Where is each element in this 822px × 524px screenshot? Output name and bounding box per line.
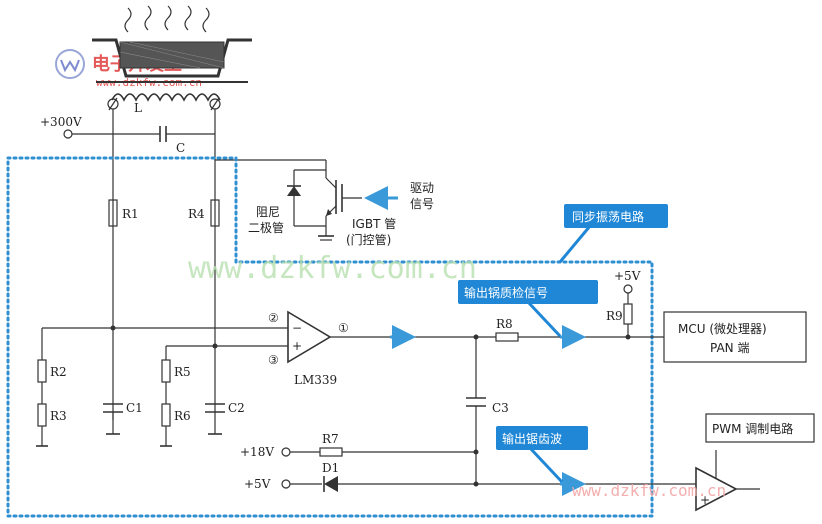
callout-sync-osc-text: 同步振荡电路: [572, 209, 644, 224]
resistor-R1: [108, 199, 118, 227]
diode-D1-label: D1: [322, 461, 339, 475]
drive-signal-line2: 信号: [410, 197, 434, 211]
pin1-label: ①: [338, 321, 349, 335]
resistor-R6: [161, 403, 171, 427]
drive-signal-line1: 驱动: [410, 181, 434, 195]
resistor-R3: [37, 403, 47, 427]
igbt-line2: (门控管): [346, 232, 391, 247]
supply-5v-top-label: +5V: [614, 269, 641, 283]
comparator-plus: +: [292, 339, 302, 353]
mcu-box: [663, 311, 807, 363]
pwm-plus: +: [700, 493, 710, 507]
resistor-R4-label: R4: [188, 207, 205, 221]
supply-5v-bottom-label: +5V: [244, 477, 271, 491]
capacitor-C2-label: C2: [228, 401, 245, 415]
pin3-label: ③: [268, 353, 279, 367]
resistor-R6-label: R6: [174, 409, 191, 423]
cooking-pot-icon: [92, 5, 252, 83]
mcu-line1: MCU (微处理器): [678, 322, 767, 336]
callout-sawtooth: 输出锯齿波: [496, 426, 588, 484]
damper-diode-line2: 二极管: [248, 220, 284, 235]
comparator-minus: −: [292, 321, 302, 335]
mcu-line2: PAN 端: [710, 341, 749, 355]
callout-pot-detect: 输出锅质检信号: [458, 280, 598, 338]
comparator-lm339: [270, 310, 476, 364]
resistor-R9-label: R9: [606, 309, 623, 323]
pin2-label: ②: [268, 311, 279, 325]
watermark-site-middle: www.dzkfw.com.cn: [188, 251, 477, 286]
supply-18v-label: +18V: [240, 445, 274, 459]
resistor-R3-label: R3: [50, 409, 67, 423]
supply-300v-label: +300V: [40, 115, 82, 129]
callout-pot-detect-text: 输出锅质检信号: [464, 285, 548, 300]
resistor-R8-label: R8: [496, 317, 513, 331]
resistor-R7-label: R7: [322, 432, 339, 446]
resistor-R4: [210, 199, 220, 227]
igbt-with-damper-diode: [287, 160, 398, 241]
pwm-comparator: [695, 450, 760, 512]
pwm-label: PWM 调制电路: [712, 421, 793, 436]
capacitor-C-label: C: [176, 141, 185, 155]
resistor-R2-label: R2: [50, 365, 67, 379]
sync-oscillator-region-border: [6, 156, 654, 518]
resistor-R5: [161, 359, 171, 383]
resistor-R1-label: R1: [122, 207, 139, 221]
resistor-R7: [319, 447, 343, 457]
pwm-label-box: [705, 413, 815, 443]
resistor-R2: [37, 359, 47, 383]
inductor-L: L: [107, 93, 221, 115]
watermark-site-bottom: www.dzkfw.com.cn: [572, 481, 726, 500]
comparator-label: LM339: [294, 373, 337, 387]
resistor-R5-label: R5: [174, 365, 191, 379]
inductor-label: L: [134, 101, 142, 115]
damper-diode-line1: 阻尼: [256, 205, 280, 219]
callout-sync-osc: 同步振荡电路: [558, 204, 668, 263]
callout-sawtooth-text: 输出锯齿波: [502, 431, 562, 446]
capacitor-C1-label: C1: [126, 401, 143, 415]
resistor-R8: [495, 332, 519, 342]
capacitor-C3-label: C3: [492, 401, 509, 415]
resistor-R9: [623, 303, 633, 325]
igbt-line1: IGBT 管: [352, 216, 396, 231]
